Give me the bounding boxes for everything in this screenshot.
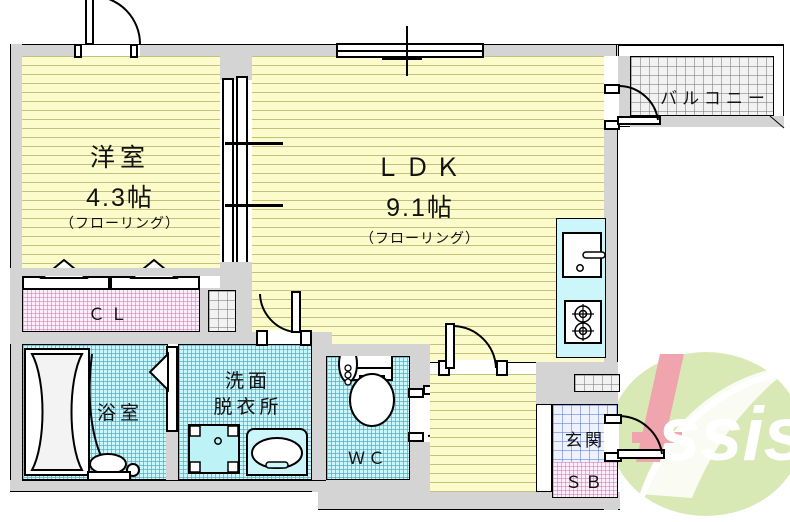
- sink-icon: [576, 251, 606, 272]
- wall-wc-bottom: [326, 480, 430, 492]
- toilet-icon: [338, 345, 395, 427]
- stove-2-burner-icon: [572, 304, 594, 341]
- balcony-label: バルコニー: [660, 89, 770, 108]
- washroom-label-2: 脱衣所: [213, 397, 283, 418]
- washroom-door-jamb-right: [300, 330, 312, 346]
- bath-label: 浴室: [96, 403, 143, 424]
- door-jamb-right: [130, 44, 138, 58]
- ldk-size: 9.1帖: [386, 194, 454, 222]
- entrance-door-swing: [617, 415, 665, 459]
- closet-label: ＣＬ: [88, 305, 132, 324]
- wall-left-cl: [10, 268, 22, 344]
- shower-icon: [87, 353, 140, 481]
- bedroom-floor: [22, 56, 220, 268]
- genkan-step: [536, 404, 552, 492]
- entrance-door-jamb-top: [604, 414, 622, 424]
- wc-label: ＷＣ: [348, 449, 388, 468]
- balcony-wall-bottom: [630, 116, 784, 127]
- ldk-name: ＬＤＫ: [374, 154, 465, 182]
- ldk-finish: （フローリング）: [360, 230, 480, 246]
- partition-mark-1: [225, 142, 283, 145]
- bedroom-finish: （フローリング）: [60, 215, 180, 231]
- wc-door-jamb-bottom: [408, 432, 424, 442]
- hall-door-jamb-right: [496, 360, 508, 376]
- hall-tile-strip: [208, 290, 236, 332]
- closet-floor: [22, 288, 200, 332]
- washroom-label-1: 洗面: [224, 371, 271, 392]
- washroom-door-swing: [259, 291, 301, 333]
- shoe-cabinet: [574, 374, 620, 392]
- wall-wc-top: [326, 344, 430, 356]
- sb-floor: [552, 462, 618, 498]
- ldk-floor: [252, 56, 604, 362]
- partition-mark-2: [225, 204, 283, 207]
- hall-door-swing: [445, 323, 497, 369]
- hall-floor-lower: [430, 374, 536, 492]
- balcony-door-swing: [617, 85, 661, 125]
- wall-right-bottom: [604, 498, 618, 510]
- genkan-label: 玄関: [565, 431, 605, 450]
- door-jamb-left: [74, 44, 82, 58]
- wall-wc-left: [312, 344, 326, 492]
- bath-door-arrow: [148, 351, 169, 393]
- bathtub-icon: [30, 353, 84, 471]
- sb-label: ＳＢ: [565, 473, 605, 492]
- balcony-floor: [630, 56, 774, 116]
- balcony-door-jamb-top: [604, 84, 620, 94]
- partition-footer: [220, 262, 252, 288]
- wall-notch: [616, 44, 617, 56]
- vanity-sink-icon: [251, 437, 303, 469]
- watermark-text: ssist: [658, 392, 790, 477]
- balcony-corner-bevel: [769, 115, 785, 129]
- door-swing-arc: [85, 0, 141, 45]
- wall-bottom-left: [10, 480, 326, 492]
- wc-door-jamb-top: [408, 388, 424, 398]
- wall-bedroom-bottom: [22, 268, 220, 276]
- wall-shoe-bottom: [536, 392, 618, 404]
- bedroom-size: 4.3帖: [86, 184, 154, 212]
- wall-shoe-left: [536, 374, 574, 392]
- washroom-door-jamb-left: [256, 330, 268, 346]
- wall-shoe-top: [536, 362, 618, 376]
- bedroom-name: 洋室: [89, 144, 150, 172]
- washing-machine-pan-icon: [189, 425, 239, 473]
